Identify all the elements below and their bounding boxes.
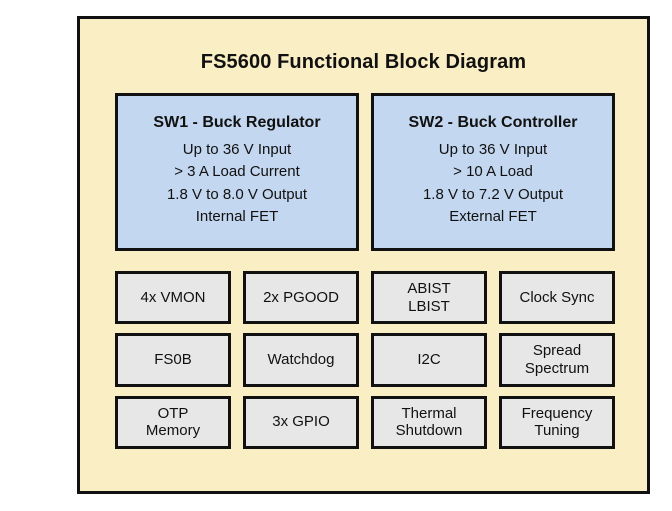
feature-block-watchdog: Watchdog [243, 333, 359, 387]
switcher-spec-line: 1.8 V to 7.2 V Output [422, 185, 564, 203]
switcher-block-sw2: SW2 - Buck Controller Up to 36 V Input > 1… [371, 93, 615, 251]
feature-block-label: Spread [532, 342, 582, 360]
feature-block-label: FS0B [154, 351, 192, 369]
feature-block-clock-sync: Clock Sync [499, 271, 615, 325]
feature-block-vmon: 4x VMON [115, 271, 231, 325]
feature-block-label: I2C [417, 351, 441, 369]
feature-block-fs0b: FS0B [115, 333, 231, 387]
functional-block-diagram-frame: FS5600 Functional Block Diagram SW1 - Bu… [77, 16, 650, 494]
feature-block-label: 4x VMON [140, 288, 206, 306]
switcher-spec-line: Up to 36 V Input [182, 141, 292, 159]
feature-block-label: Thermal [401, 404, 457, 422]
switcher-spec-line: Up to 36 V Input [438, 141, 548, 159]
feature-block-label: 3x GPIO [272, 413, 330, 431]
feature-block-gpio: 3x GPIO [243, 395, 359, 449]
feature-block-label: 2x PGOOD [263, 288, 339, 306]
switcher-title: SW1 - Buck Regulator [153, 114, 321, 132]
feature-block-label: Watchdog [267, 351, 335, 369]
feature-block-label: Clock Sync [519, 288, 595, 306]
switcher-spec-line: 1.8 V to 8.0 V Output [166, 185, 308, 203]
switcher-spec-line: Internal FET [195, 207, 279, 225]
switcher-title: SW2 - Buck Controller [408, 114, 578, 132]
feature-block-label: Spectrum [524, 359, 590, 377]
feature-block-i2c: I2C [371, 333, 487, 387]
switcher-spec-line: External FET [449, 207, 537, 225]
switcher-block-row: SW1 - Buck Regulator Up to 36 V Input > 3 … [115, 93, 615, 251]
switcher-block-sw1: SW1 - Buck Regulator Up to 36 V Input > 3 … [115, 93, 359, 251]
switcher-spec-line: > 3 A Load Current [174, 163, 300, 181]
feature-block-label: Frequency [521, 404, 593, 422]
feature-block-label: Shutdown [395, 422, 463, 440]
feature-block-label: Tuning [534, 422, 580, 440]
feature-block-pgood: 2x PGOOD [243, 271, 359, 325]
feature-block-label: LBIST [408, 297, 450, 315]
feature-block-label: ABIST [407, 279, 451, 297]
feature-block-label: Memory [145, 422, 201, 440]
diagram-title: FS5600 Functional Block Diagram [200, 51, 527, 73]
switcher-spec-line: > 10 A Load [453, 163, 533, 181]
feature-block-label: OTP [157, 404, 189, 422]
